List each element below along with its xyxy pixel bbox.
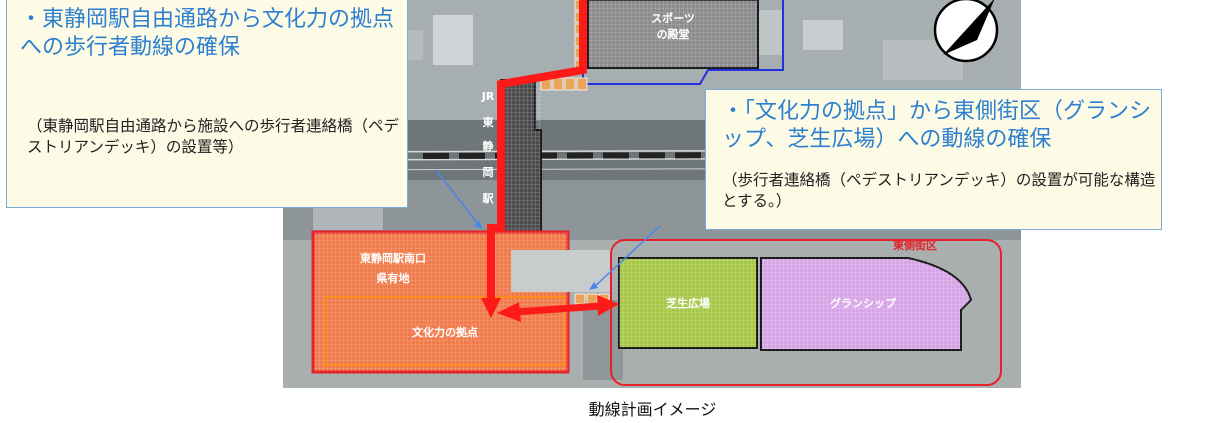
north-arrow-icon bbox=[933, 0, 999, 63]
label-jr: JR bbox=[481, 90, 495, 103]
label-granship: グランシップ bbox=[830, 296, 897, 310]
label-station-1: 東 bbox=[483, 115, 495, 129]
callout-left-heading: ・東静岡駅自由通路から文化力の拠点への歩行者動線の確保 bbox=[20, 7, 395, 60]
callout-right-heading: ・「文化力の拠点」から東側街区（グランシップ、芝生広場）への動線の確保 bbox=[722, 99, 1152, 152]
label-prefectural-land-1: 東静岡駅南口 bbox=[360, 251, 426, 265]
east-district-boundary bbox=[610, 239, 1002, 386]
label-station-2: 静 bbox=[483, 139, 494, 153]
label-east-district: 東側街区 bbox=[893, 238, 937, 252]
label-lawn-plaza: 芝生広場 bbox=[666, 296, 710, 310]
callout-right: ・「文化力の拠点」から東側街区（グランシップ、芝生広場）への動線の確保 （歩行者… bbox=[705, 89, 1162, 230]
label-sports-hall-2: の殿堂 bbox=[657, 27, 690, 41]
label-station-3: 岡 bbox=[483, 166, 494, 179]
callout-left: ・東静岡駅自由通路から文化力の拠点への歩行者動線の確保 （東静岡駅自由通路から施… bbox=[6, 0, 408, 208]
label-sports-hall-1: スポーツ bbox=[651, 11, 695, 25]
culture-base-site bbox=[324, 296, 566, 366]
label-prefectural-land-2: 県有地 bbox=[377, 271, 410, 285]
label-culture-base: 文化力の拠点 bbox=[412, 325, 478, 339]
callout-left-note: （東静岡駅自由通路から施設への歩行者連絡橋（ペデストリアンデッキ）の設置等） bbox=[27, 117, 400, 156]
station-plaza bbox=[511, 250, 611, 292]
figure-caption: 動線計画イメージ bbox=[588, 400, 717, 419]
label-station-4: 駅 bbox=[482, 192, 494, 205]
callout-right-note: （歩行者連絡橋（ペデストリアンデッキ）の設置が可能な構造とする。） bbox=[722, 171, 1156, 210]
pedestrian-route-arrow bbox=[481, 0, 619, 322]
